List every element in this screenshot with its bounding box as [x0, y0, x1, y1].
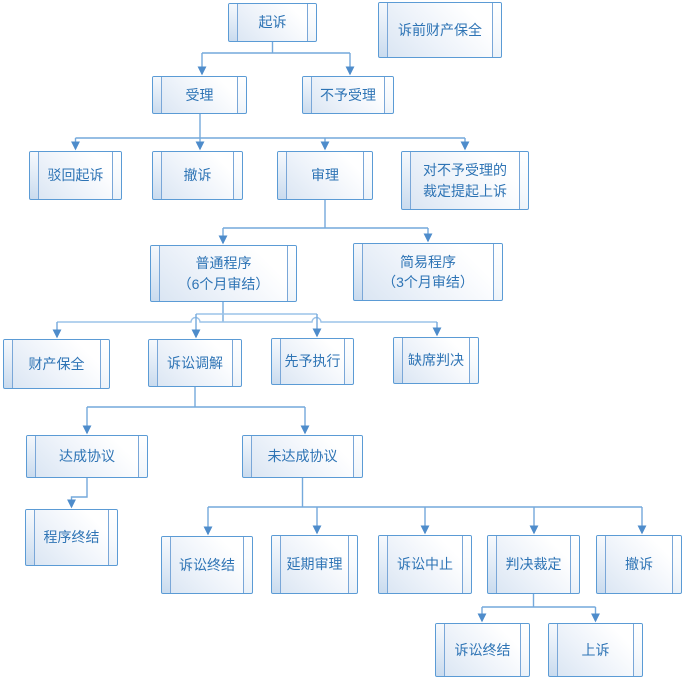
node-label: 对不予受理的 裁定提起上诉 — [423, 162, 507, 199]
node-label: 诉讼调解 — [167, 354, 223, 371]
node-susong-zhongjie-1: 诉讼终结 — [161, 536, 253, 594]
node-suqian-baoquan: 诉前财产保全 — [378, 2, 502, 58]
node-label: 财产保全 — [28, 355, 85, 372]
node-label: 诉讼终结 — [179, 556, 235, 573]
node-label: 普通程序 （6个月审结） — [177, 255, 270, 292]
node-yanqi-shenli: 延期审理 — [271, 535, 358, 594]
node-label: 先予执行 — [284, 353, 341, 370]
node-label: 缺席判决 — [408, 352, 464, 369]
node-chengxu-zhongjie: 程序终结 — [25, 509, 118, 566]
node-jianyi-chengxu: 简易程序 （3个月审结） — [353, 243, 503, 301]
node-label: 撤诉 — [625, 556, 653, 573]
node-susong-zhongzhi: 诉讼中止 — [378, 535, 472, 594]
node-label: 延期审理 — [286, 556, 343, 573]
node-susong-zhongjie-2: 诉讼终结 — [435, 623, 530, 677]
node-susong-tiaojie: 诉讼调解 — [148, 339, 242, 387]
node-label: 达成协议 — [59, 448, 115, 465]
node-shangsu-ruling: 对不予受理的 裁定提起上诉 — [401, 151, 529, 210]
node-shouli: 受理 — [152, 76, 247, 114]
node-wei-dacheng-xieyi: 未达成协议 — [242, 435, 363, 478]
node-chesu-2: 撤诉 — [596, 535, 682, 594]
arrow-dacheng-chengxu — [67, 478, 88, 509]
node-label: 诉讼终结 — [454, 641, 511, 658]
node-xianyu-zhixing: 先予执行 — [271, 338, 354, 385]
node-label: 不予受理 — [320, 86, 376, 103]
node-label: 上诉 — [581, 641, 610, 658]
node-label: 驳回起诉 — [47, 167, 104, 184]
node-buyu-shouli: 不予受理 — [302, 76, 394, 114]
connector-putong-bar-lower — [57, 316, 437, 323]
node-caichan-baoquan: 财产保全 — [3, 339, 110, 389]
node-quexi-panjue: 缺席判决 — [393, 337, 479, 384]
node-putong-chengxu: 普通程序 （6个月审结） — [150, 245, 297, 302]
node-label: 诉讼中止 — [397, 556, 453, 573]
node-label: 起诉 — [258, 14, 287, 31]
node-label: 判决裁定 — [505, 556, 562, 573]
node-chesu-1: 撤诉 — [152, 151, 243, 200]
node-label: 程序终结 — [43, 529, 100, 546]
node-panjue-caiding: 判决裁定 — [487, 535, 580, 594]
node-label: 受理 — [185, 86, 214, 103]
node-label: 审理 — [311, 167, 339, 184]
node-label: 撤诉 — [183, 167, 212, 184]
node-label: 简易程序 （3个月审结） — [382, 253, 474, 290]
node-shenli: 审理 — [277, 151, 373, 200]
node-shangsu: 上诉 — [548, 623, 643, 677]
node-bohui-qisu: 驳回起诉 — [29, 151, 122, 200]
node-label: 诉前财产保全 — [398, 21, 482, 38]
node-qisu: 起诉 — [228, 3, 317, 42]
node-label: 未达成协议 — [267, 448, 338, 465]
node-dacheng-xieyi: 达成协议 — [26, 435, 148, 478]
